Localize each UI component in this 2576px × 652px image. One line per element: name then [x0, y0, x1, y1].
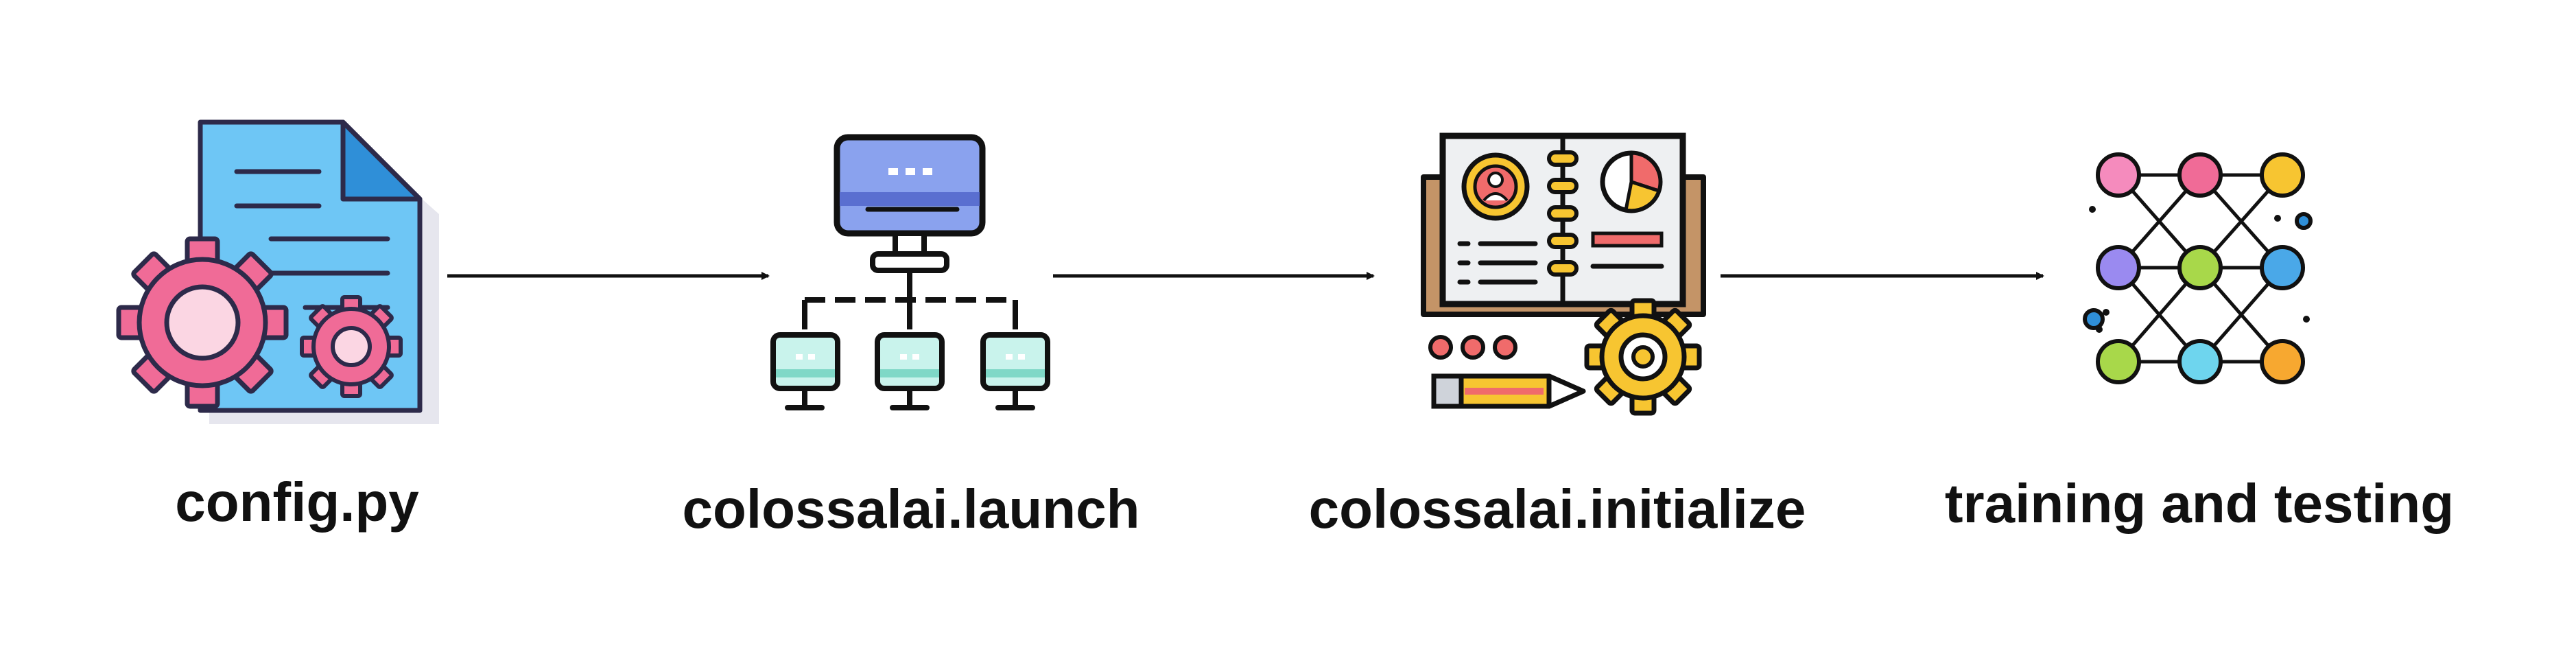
neural-network-icon: [2083, 152, 2313, 384]
step-label-config: config.py: [175, 471, 419, 533]
notebook-dashboard-gear-icon: [1421, 132, 1706, 416]
step-label-launch: colossalai.launch: [682, 478, 1140, 539]
network-computers-icon: [770, 134, 1050, 410]
step-label-training: training and testing: [1944, 473, 2455, 534]
step-label-initialize: colossalai.initialize: [1308, 478, 1806, 539]
config-file-gear-icon: [116, 119, 439, 424]
